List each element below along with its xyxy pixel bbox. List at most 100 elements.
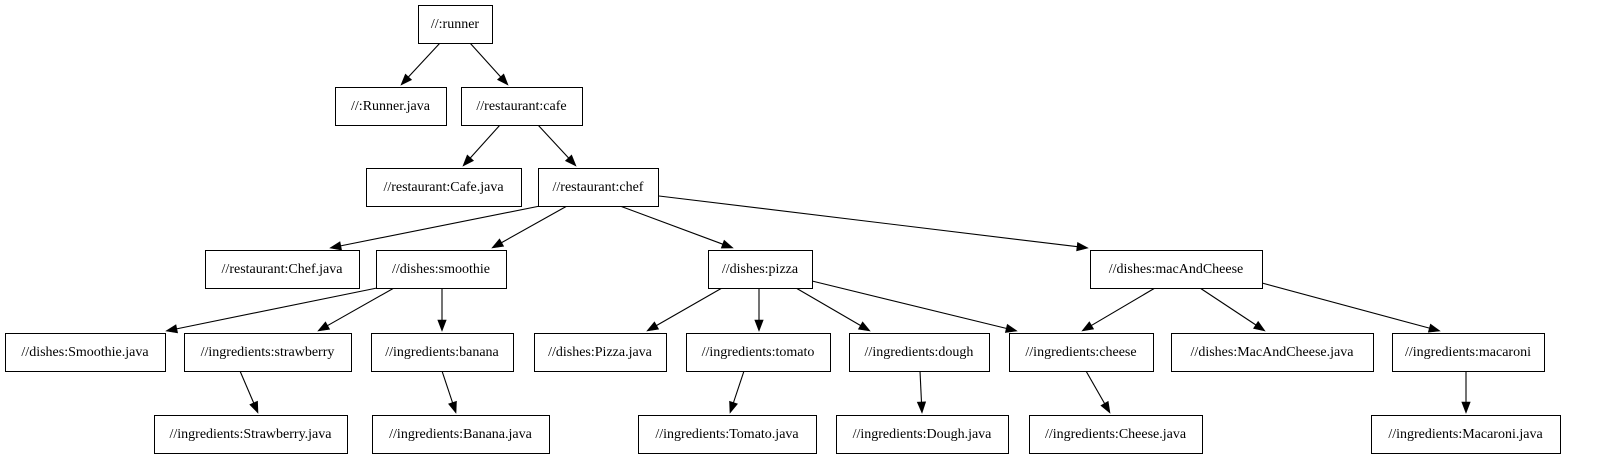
edge-arrowhead	[491, 238, 505, 249]
graph-node-pizza[interactable]: //dishes:pizza	[708, 250, 813, 289]
edge-arrowhead	[496, 73, 509, 86]
node-box[interactable]	[686, 333, 831, 372]
node-box[interactable]	[366, 168, 522, 207]
node-box[interactable]	[708, 250, 813, 289]
graph-node-cheese_java[interactable]: //ingredients:Cheese.java	[1029, 415, 1203, 454]
edge-arrowhead	[437, 319, 447, 332]
node-label: //restaurant:Cafe.java	[383, 180, 504, 195]
graph-node-chef_java[interactable]: //restaurant:Chef.java	[205, 250, 360, 289]
node-label: //ingredients:Dough.java	[853, 427, 993, 442]
edge-line	[175, 287, 378, 330]
graph-edge	[729, 370, 745, 414]
graph-node-tomato_java[interactable]: //ingredients:Tomato.java	[638, 415, 817, 454]
graph-edge	[317, 287, 395, 332]
node-box[interactable]	[1090, 250, 1263, 289]
graph-edge	[400, 42, 441, 86]
graph-node-macandcheese_java[interactable]: //dishes:MacAndCheese.java	[1171, 333, 1374, 372]
node-label: //ingredients:Tomato.java	[655, 427, 799, 442]
edge-line	[795, 287, 863, 327]
edge-line	[1089, 287, 1156, 327]
graph-edge	[537, 124, 577, 167]
node-box[interactable]	[534, 333, 667, 372]
edge-line	[441, 370, 454, 405]
graph-edge	[165, 287, 378, 334]
node-label: //ingredients:strawberry	[201, 345, 335, 360]
edge-arrowhead	[249, 400, 259, 414]
edge-line	[732, 370, 745, 405]
node-box[interactable]	[849, 333, 990, 372]
graph-node-tomato[interactable]: //ingredients:tomato	[686, 333, 831, 372]
graph-node-chef[interactable]: //restaurant:chef	[538, 168, 659, 207]
graph-node-banana_java[interactable]: //ingredients:Banana.java	[372, 415, 550, 454]
node-label: //dishes:pizza	[722, 262, 799, 277]
edge-arrowhead	[916, 401, 927, 414]
graph-edge	[619, 205, 734, 249]
graph-node-dough_java[interactable]: //ingredients:Dough.java	[836, 415, 1009, 454]
edge-line	[811, 280, 1008, 330]
graph-node-dough[interactable]: //ingredients:dough	[849, 333, 990, 372]
edge-arrowhead	[857, 321, 871, 332]
edge-arrowhead	[1081, 321, 1095, 332]
node-box[interactable]	[1009, 333, 1154, 372]
edge-line	[339, 205, 541, 247]
edge-arrowhead	[1076, 242, 1089, 252]
graph-edge	[1199, 287, 1266, 332]
graph-edge	[1461, 371, 1471, 414]
edge-line	[537, 124, 570, 160]
graph-node-macaroni[interactable]: //ingredients:macaroni	[1392, 333, 1545, 372]
node-label: //dishes:MacAndCheese.java	[1191, 345, 1355, 360]
graph-node-macaroni_java[interactable]: //ingredients:Macaroni.java	[1371, 415, 1561, 454]
graph-node-macandcheese[interactable]: //dishes:macAndCheese	[1090, 250, 1263, 289]
graph-node-cafe[interactable]: //restaurant:cafe	[461, 87, 583, 126]
edge-line	[658, 195, 1079, 248]
edges-layer	[165, 42, 1471, 414]
graph-edge	[1085, 370, 1111, 414]
node-box[interactable]	[376, 250, 507, 289]
edge-arrowhead	[317, 321, 331, 332]
edge-line	[654, 287, 723, 327]
node-box[interactable]	[461, 87, 583, 126]
node-box[interactable]	[538, 168, 659, 207]
node-box[interactable]	[1171, 333, 1374, 372]
node-box[interactable]	[836, 415, 1009, 454]
graph-node-strawberry_java[interactable]: //ingredients:Strawberry.java	[154, 415, 348, 454]
graph-node-banana[interactable]: //ingredients:banana	[371, 333, 514, 372]
graph-edge	[646, 287, 723, 332]
node-box[interactable]	[1029, 415, 1203, 454]
graph-node-runner_java[interactable]: //:Runner.java	[335, 87, 447, 126]
edge-line	[468, 124, 501, 160]
edge-line	[500, 205, 568, 244]
edge-arrowhead	[729, 400, 738, 414]
graph-node-strawberry[interactable]: //ingredients:strawberry	[184, 333, 352, 372]
node-label: //dishes:smoothie	[392, 262, 490, 277]
graph-edge	[916, 370, 927, 414]
node-box[interactable]	[154, 415, 348, 454]
edge-arrowhead	[448, 400, 457, 414]
graph-node-cafe_java[interactable]: //restaurant:Cafe.java	[366, 168, 522, 207]
graph-node-smoothie_java[interactable]: //dishes:Smoothie.java	[5, 333, 166, 372]
edge-line	[407, 42, 441, 79]
node-box[interactable]	[1392, 333, 1545, 372]
graph-node-cheese[interactable]: //ingredients:cheese	[1009, 333, 1154, 372]
node-box[interactable]	[184, 333, 352, 372]
edge-arrowhead	[1100, 400, 1111, 414]
graph-edge	[811, 280, 1018, 333]
edge-arrowhead	[754, 319, 764, 332]
node-box[interactable]	[372, 415, 550, 454]
graph-edge	[491, 205, 568, 249]
edge-line	[1261, 282, 1431, 330]
node-label: //:runner	[431, 17, 480, 32]
node-box[interactable]	[205, 250, 360, 289]
edge-line	[1085, 370, 1106, 406]
graph-node-runner[interactable]: //:runner	[418, 5, 493, 44]
graph-node-smoothie[interactable]: //dishes:smoothie	[376, 250, 507, 289]
node-box[interactable]	[335, 87, 447, 126]
node-box[interactable]	[418, 5, 493, 44]
node-box[interactable]	[1371, 415, 1561, 454]
graph-edge	[462, 124, 501, 167]
node-box[interactable]	[5, 333, 166, 372]
node-box[interactable]	[371, 333, 514, 372]
graph-edge	[754, 288, 764, 332]
graph-node-pizza_java[interactable]: //dishes:Pizza.java	[534, 333, 667, 372]
node-box[interactable]	[638, 415, 817, 454]
